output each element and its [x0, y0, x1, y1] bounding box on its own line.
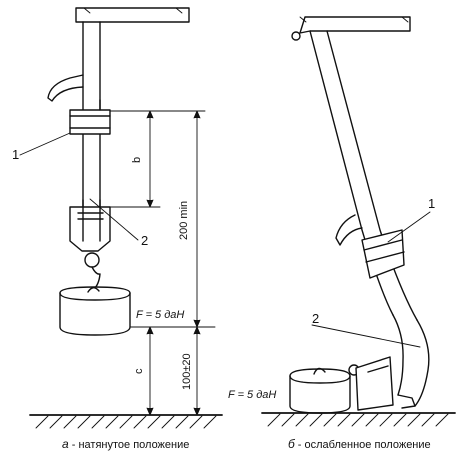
- left-caption: а - натянутое положение: [62, 437, 189, 451]
- left-callout-1: 1: [12, 147, 19, 162]
- left-force-label: F = 5 даН: [136, 309, 184, 321]
- right-caption-letter: б: [288, 437, 296, 451]
- right-hook: [335, 214, 363, 246]
- left-caption-text: - натянутое положение: [69, 439, 190, 451]
- right-callout-2: 2: [312, 311, 319, 326]
- left-weight: [59, 286, 131, 336]
- right-caption-text: - ослабленное положение: [295, 439, 431, 451]
- right-buckle: [361, 229, 405, 279]
- left-dimension-lines: [109, 110, 216, 416]
- right-ceiling-bar: [291, 16, 411, 41]
- left-buckle-2: [69, 199, 111, 252]
- left-dim-100: 100±20: [181, 353, 193, 390]
- left-ceiling-bar: [75, 7, 190, 23]
- right-force-label: F = 5 даН: [228, 389, 276, 401]
- left-dim-200: 200 min: [178, 201, 190, 240]
- right-callout-1: 1: [428, 196, 435, 211]
- left-buckle-1: [69, 99, 111, 135]
- right-hook-plate: [355, 356, 416, 411]
- left-dim-c: c: [133, 368, 145, 374]
- ground-left: [29, 414, 223, 429]
- left-hook: [47, 74, 84, 102]
- left-dim-b: b: [131, 157, 143, 163]
- left-caption-letter: а: [62, 437, 69, 451]
- ground-right: [261, 412, 456, 427]
- left-ring: [84, 252, 101, 291]
- right-strap: [309, 30, 430, 407]
- right-caption: б - ослабленное положение: [288, 437, 431, 451]
- right-weight: [289, 364, 360, 414]
- left-callout-2: 2: [141, 233, 148, 248]
